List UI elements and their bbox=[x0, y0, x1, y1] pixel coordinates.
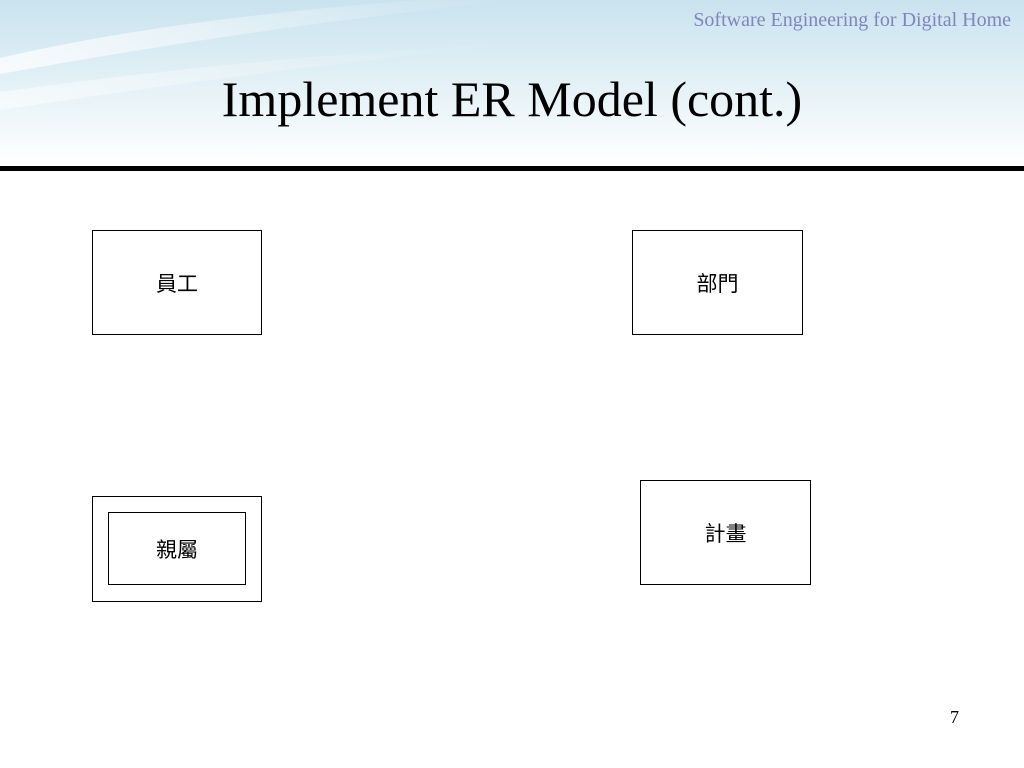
header-divider bbox=[0, 166, 1024, 171]
entity-project: 計畫 bbox=[640, 480, 811, 585]
page-number: 7 bbox=[950, 707, 959, 727]
header-background bbox=[0, 0, 1024, 165]
entity-department-label: 部門 bbox=[696, 271, 739, 296]
entity-department: 部門 bbox=[632, 230, 803, 335]
course-name: Software Engineering for Digital Home bbox=[693, 9, 1011, 31]
entity-employee-label: 員工 bbox=[156, 271, 198, 296]
weak-entity-dependent-inner-border: 親屬 bbox=[108, 512, 246, 585]
entity-project-label: 計畫 bbox=[704, 521, 747, 546]
entity-employee: 員工 bbox=[92, 230, 262, 335]
slide-title: Implement ER Model (cont.) bbox=[221, 71, 803, 127]
entity-dependent-label: 親屬 bbox=[156, 537, 198, 562]
weak-entity-dependent: 親屬 bbox=[92, 496, 262, 602]
